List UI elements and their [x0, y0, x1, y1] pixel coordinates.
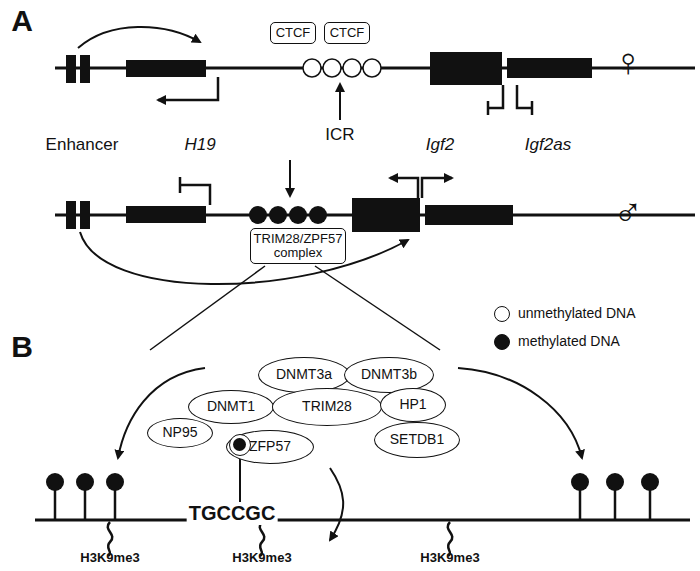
legend-swatch: [494, 334, 510, 350]
protein-box: CTCF: [324, 22, 370, 44]
node-text: CTCF: [330, 26, 365, 40]
panel-letter: A: [11, 4, 33, 38]
node-text: ZFP57: [249, 439, 291, 454]
dna-motif: TGCCGC: [187, 502, 278, 525]
node-text: CTCF: [276, 26, 311, 40]
sex-symbol: ♀: [613, 40, 643, 85]
gene-label: H19: [184, 135, 215, 155]
protein-oval: NP95: [147, 418, 213, 448]
gene-label: Igf2: [426, 135, 454, 155]
protein-oval: DNMT1: [188, 390, 274, 424]
protein-oval: HP1: [380, 388, 446, 422]
sex-symbol: ♂: [613, 190, 643, 235]
legend-swatch: [494, 306, 510, 322]
node-text: TRIM28: [302, 399, 352, 414]
node-text: SETDB1: [390, 432, 444, 447]
legend-text: unmethylated DNA: [518, 305, 636, 321]
histone-mark: H3K9me3: [80, 550, 139, 565]
protein-box: CTCF: [270, 22, 316, 44]
node-text: HP1: [399, 397, 426, 412]
node-text: NP95: [162, 425, 197, 440]
node-text: DNMT3b: [361, 367, 417, 382]
legend-text: methylated DNA: [518, 333, 620, 349]
protein-box: TRIM28/ZPF57 complex: [250, 228, 346, 264]
region-label: Enhancer: [46, 135, 119, 155]
node-text: DNMT3a: [276, 367, 332, 382]
methyl-mark: [229, 434, 251, 456]
region-label: ICR: [325, 125, 354, 145]
protein-oval: TRIM28: [272, 388, 382, 426]
histone-mark: H3K9me3: [420, 550, 479, 565]
node-text: TRIM28/ZPF57 complex: [254, 232, 343, 261]
histone-mark: H3K9me3: [232, 550, 291, 565]
node-text: DNMT1: [207, 399, 255, 414]
protein-oval: SETDB1: [374, 422, 460, 458]
gene-label: Igf2as: [525, 135, 571, 155]
panel-letter: B: [11, 330, 33, 364]
